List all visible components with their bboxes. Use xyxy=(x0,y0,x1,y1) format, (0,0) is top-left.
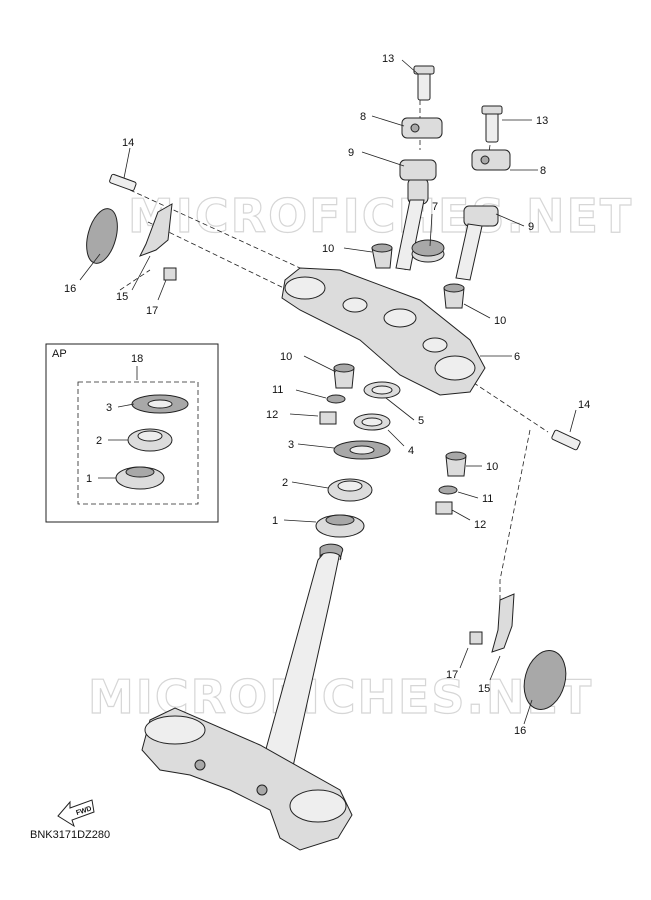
washer-11-b[interactable] xyxy=(438,485,458,495)
collar-10-b[interactable] xyxy=(443,283,465,309)
bolt-13-right[interactable] xyxy=(481,105,503,143)
bearing-1[interactable] xyxy=(315,514,365,538)
inset-ap: AP 18 3 2 1 xyxy=(45,343,219,523)
callout-16-left: 16 xyxy=(64,283,76,295)
callout-5: 5 xyxy=(418,415,424,427)
callout-10-b: 10 xyxy=(494,315,506,327)
nut-12-a[interactable] xyxy=(319,411,337,425)
callout-1: 1 xyxy=(272,515,278,527)
callout-3: 3 xyxy=(288,439,294,451)
cap-16-right[interactable] xyxy=(518,646,572,714)
collar-10-a[interactable] xyxy=(371,243,393,269)
callout-9-left: 9 xyxy=(348,147,354,159)
steering-stem[interactable] xyxy=(141,543,353,851)
washer-11-a[interactable] xyxy=(326,394,346,404)
nut-12-b[interactable] xyxy=(435,501,453,515)
handlebar-holder-right[interactable] xyxy=(455,205,499,281)
upper-bracket[interactable] xyxy=(281,267,486,396)
cable-guide-15-right[interactable] xyxy=(491,593,515,653)
cap-16-left[interactable] xyxy=(81,205,123,266)
callout-15-right: 15 xyxy=(478,683,490,695)
callout-11-b: 11 xyxy=(482,493,493,505)
inset-callout-3: 3 xyxy=(106,402,112,414)
callout-16-right: 16 xyxy=(514,725,526,737)
bolt-14-left[interactable] xyxy=(109,173,137,192)
fwd-arrow-icon: FWD xyxy=(57,799,95,828)
inset-bearing-upper[interactable] xyxy=(127,428,173,452)
leader-lines xyxy=(79,59,577,725)
handlebar-holder-left[interactable] xyxy=(395,159,437,271)
inset-callout-2: 2 xyxy=(96,435,102,447)
watermark-top: MICROFICHES.NET xyxy=(128,189,633,243)
callout-13-left: 13 xyxy=(382,53,394,65)
inset-title: AP xyxy=(52,348,67,360)
ring-nut-4[interactable] xyxy=(353,413,391,431)
bolt-13-left[interactable] xyxy=(413,65,435,101)
callout-13-right: 13 xyxy=(536,115,548,127)
upper-handlebar-holder-right[interactable] xyxy=(471,149,511,171)
callout-7: 7 xyxy=(432,201,438,213)
callout-17-right: 17 xyxy=(446,669,458,681)
bolt-17-left[interactable] xyxy=(163,267,177,281)
inset-group-number: 18 xyxy=(131,353,143,365)
washer-7[interactable] xyxy=(411,239,445,263)
callout-8-left: 8 xyxy=(360,111,366,123)
callout-8-right: 8 xyxy=(540,165,546,177)
callout-9-right: 9 xyxy=(528,221,534,233)
callout-2: 2 xyxy=(282,477,288,489)
bolt-14-right[interactable] xyxy=(551,429,581,451)
callout-10-a: 10 xyxy=(322,243,334,255)
bolt-17-right[interactable] xyxy=(469,631,483,645)
callout-17-left: 17 xyxy=(146,305,158,317)
nut-5[interactable] xyxy=(363,381,401,399)
callout-14-left: 14 xyxy=(122,137,134,149)
collar-10-c[interactable] xyxy=(333,363,355,389)
callout-10-d: 10 xyxy=(486,461,498,473)
diagram-code: BNK3171DZ280 xyxy=(30,829,110,841)
callout-11-a: 11 xyxy=(272,384,283,396)
bearing-2[interactable] xyxy=(327,478,373,502)
cable-guide-15-left[interactable] xyxy=(138,203,173,257)
callout-14-right: 14 xyxy=(578,399,590,411)
callout-10-c: 10 xyxy=(280,351,292,363)
inset-bearing-lower[interactable] xyxy=(115,466,165,490)
callout-15-left: 15 xyxy=(116,291,128,303)
callout-12-b: 12 xyxy=(474,519,486,531)
inset-callout-1: 1 xyxy=(86,473,92,485)
callout-12-a: 12 xyxy=(266,409,278,421)
inset-seal[interactable] xyxy=(131,394,189,414)
seal-3[interactable] xyxy=(333,440,391,460)
collar-10-d[interactable] xyxy=(445,451,467,477)
callout-labels: 13 8 9 13 8 9 7 14 16 15 17 10 10 10 6 1… xyxy=(64,53,590,737)
fwd-label: FWD xyxy=(75,805,92,817)
callout-4: 4 xyxy=(408,445,414,457)
upper-handlebar-holder-left[interactable] xyxy=(401,117,443,139)
callout-6: 6 xyxy=(514,351,520,363)
